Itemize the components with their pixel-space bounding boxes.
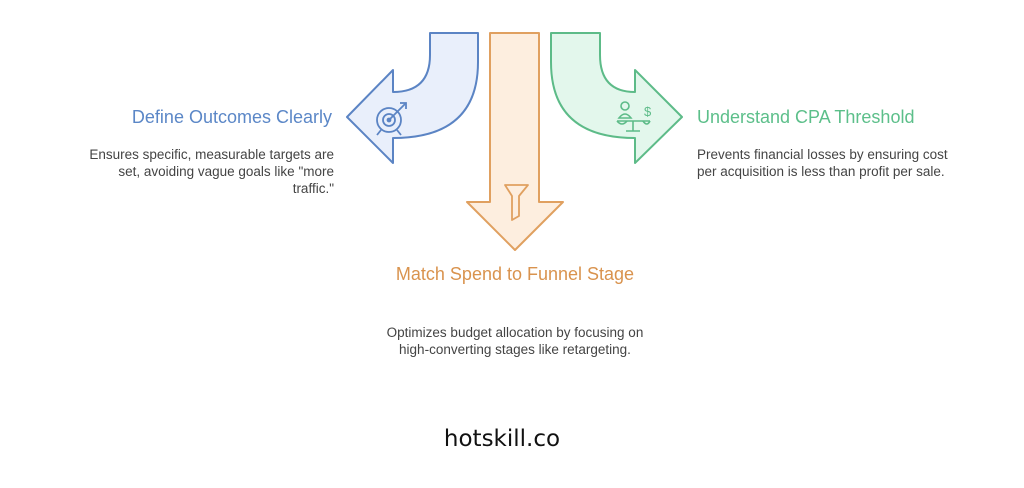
scale-dollar-icon: $: [616, 101, 652, 132]
item-title-match-spend: Match Spend to Funnel Stage: [395, 264, 635, 284]
target-icon: [376, 102, 407, 136]
left-arrow: [346, 32, 479, 164]
item-description-cpa-threshold: Prevents financial losses by ensuring co…: [697, 147, 948, 179]
item-description-define-outcomes: Ensures specific, measurable targets are…: [89, 147, 334, 196]
item-title-cpa-threshold: Understand CPA Threshold: [697, 107, 915, 127]
item-title-define-outcomes: Define Outcomes Clearly: [131, 107, 332, 127]
svg-text:$: $: [644, 104, 652, 119]
center-arrow: [466, 32, 564, 251]
right-arrow: $: [550, 32, 683, 164]
brand-watermark: hotskill.co: [443, 426, 561, 452]
item-description-match-spend: Optimizes budget allocation by focusing …: [386, 325, 644, 357]
funnel-icon: [504, 184, 529, 221]
